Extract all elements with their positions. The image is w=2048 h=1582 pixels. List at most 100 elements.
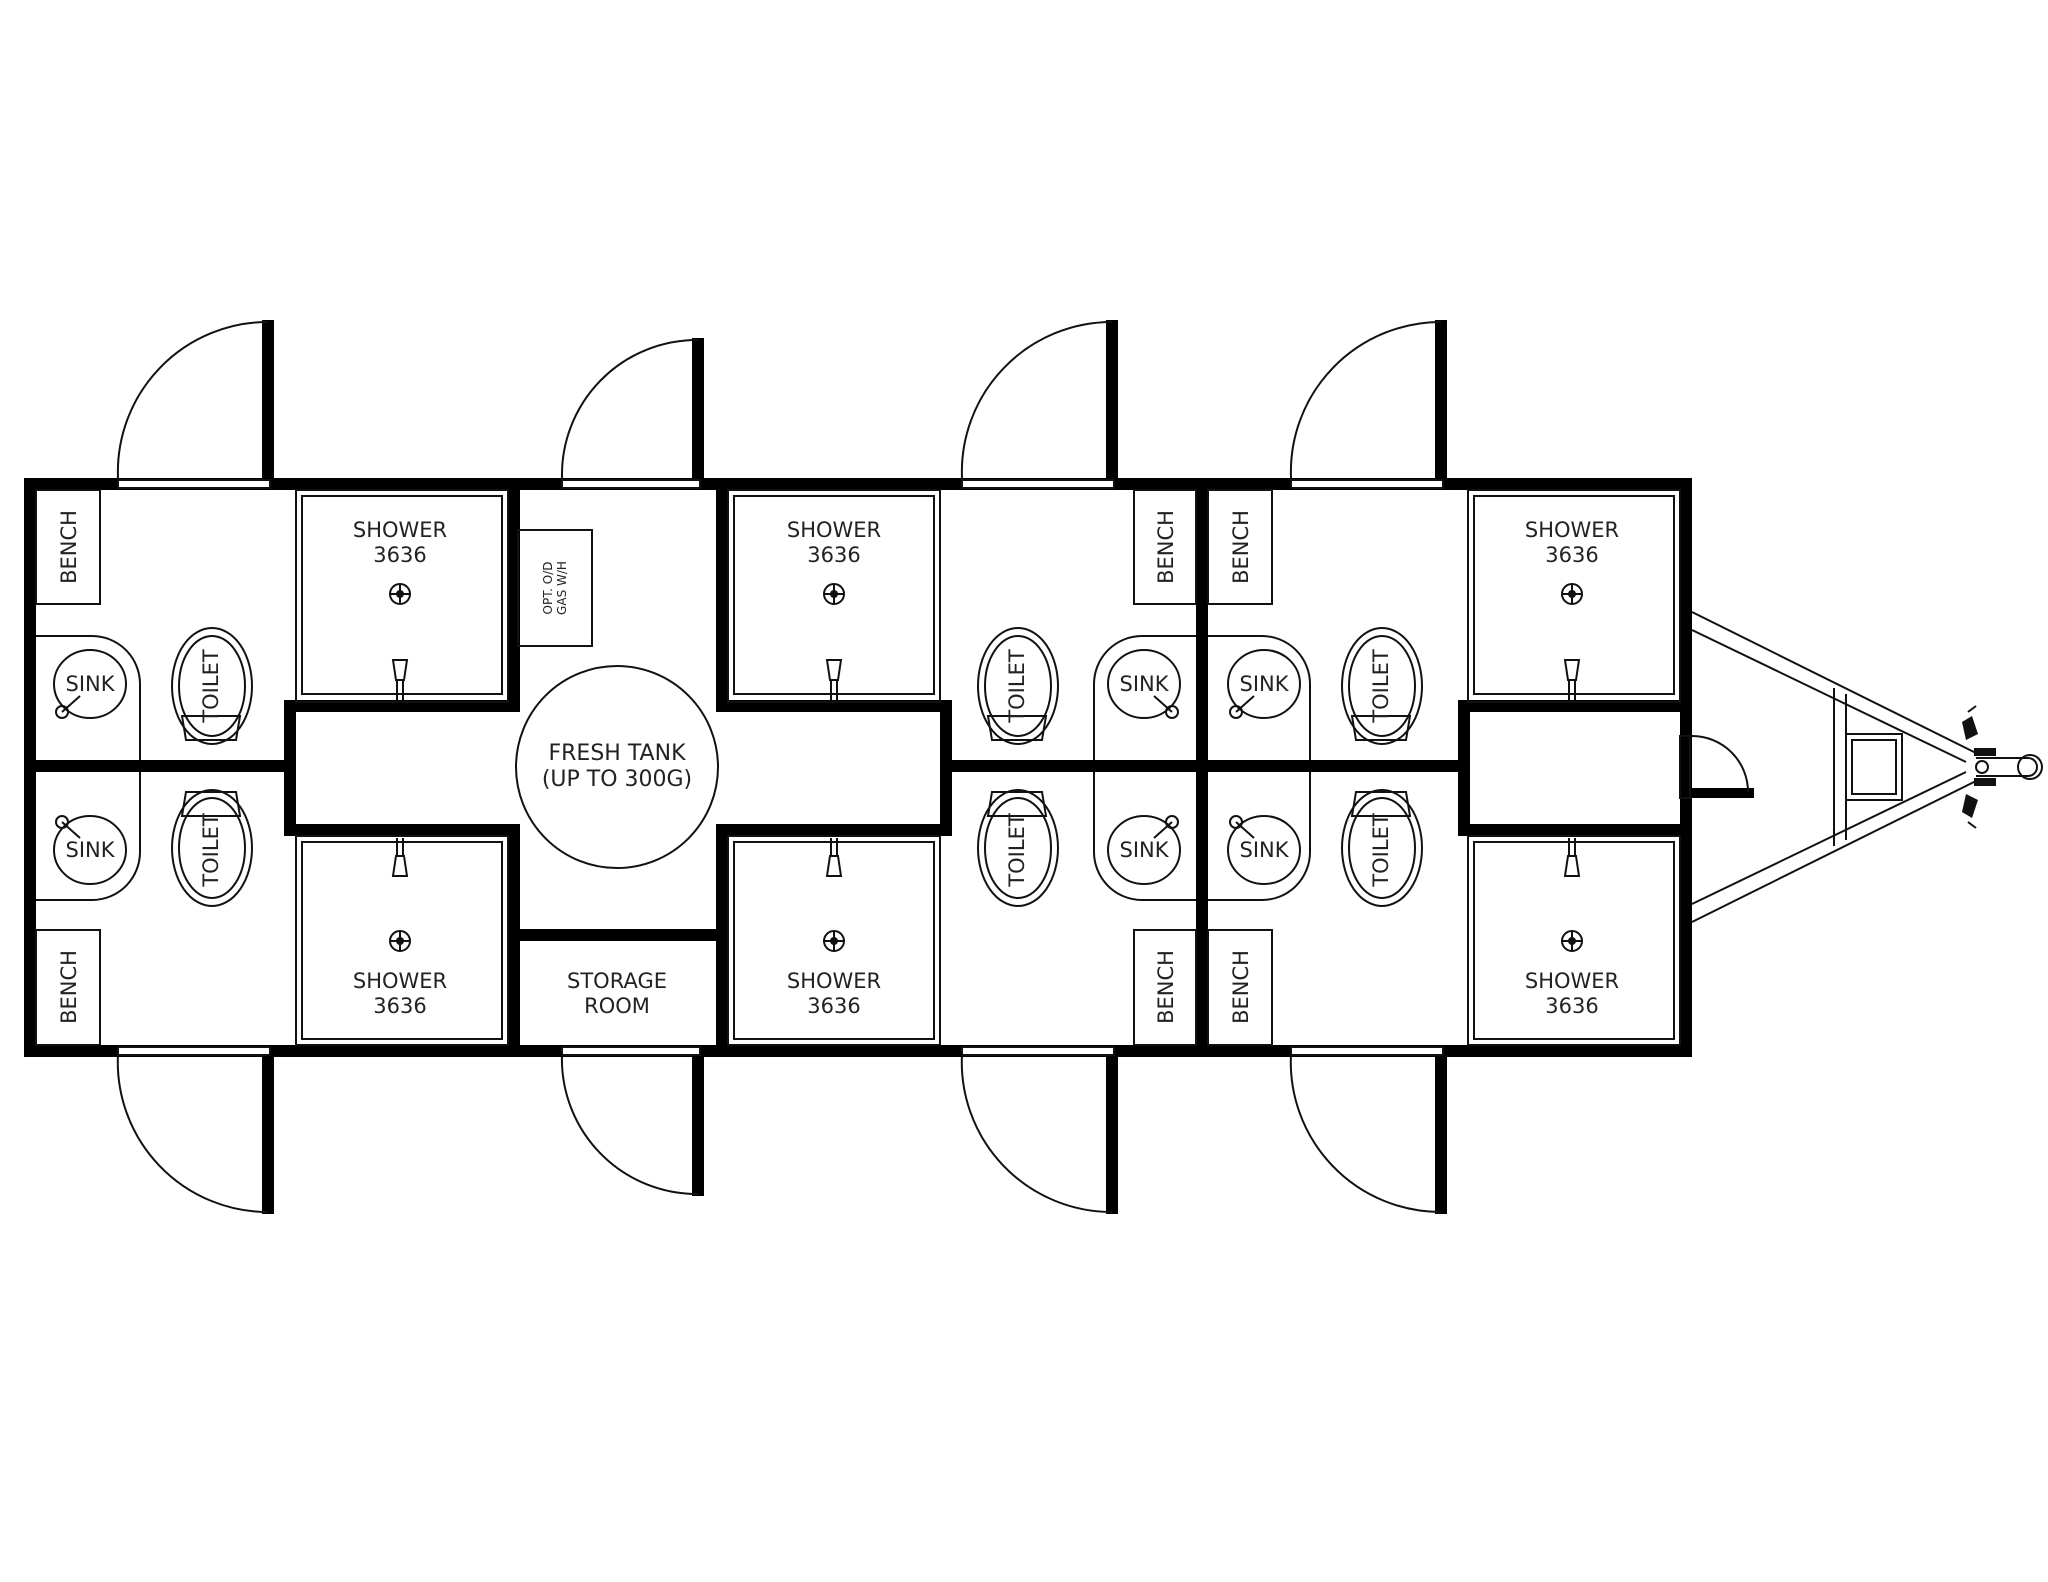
toilet-label: TOILET bbox=[199, 813, 223, 888]
fresh-tank-label-2: (UP TO 300G) bbox=[542, 767, 692, 792]
fresh-tank: FRESH TANK (UP TO 300G) bbox=[515, 665, 719, 869]
toilets: TOILET TOILET TOILET TOILET TOILET bbox=[171, 627, 1423, 907]
exterior-walls bbox=[24, 478, 1692, 1057]
sink-label: SINK bbox=[1119, 672, 1169, 696]
storage-label-1: STORAGE bbox=[567, 969, 667, 993]
door-top-2[interactable] bbox=[560, 338, 704, 479]
shower-label: SHOWER bbox=[353, 518, 447, 542]
shower-label: SHOWER bbox=[353, 969, 447, 993]
faucet-icon bbox=[1153, 695, 1179, 719]
bench-5: BENCH bbox=[1207, 489, 1273, 605]
sink-counters bbox=[36, 635, 1311, 901]
door-bottom-2[interactable] bbox=[560, 1053, 704, 1196]
shower-6: SHOWER 3636 bbox=[1467, 835, 1681, 1046]
bench-label: BENCH bbox=[1154, 510, 1178, 584]
jack-icon bbox=[1845, 733, 1903, 801]
shower-2: SHOWER 3636 bbox=[295, 835, 509, 1046]
shower-label: SHOWER bbox=[787, 518, 881, 542]
sink-label: SINK bbox=[65, 672, 115, 696]
shower-drain-icon bbox=[389, 930, 411, 952]
toilet-label: TOILET bbox=[1369, 649, 1393, 724]
sink-label: SINK bbox=[1119, 838, 1169, 862]
toilet-label: TOILET bbox=[1369, 813, 1393, 888]
shower-drain-icon bbox=[1561, 930, 1583, 952]
sink-1: SINK bbox=[53, 649, 127, 719]
door-top-1[interactable] bbox=[116, 320, 274, 479]
shower-5: SHOWER 3636 bbox=[1467, 489, 1681, 703]
toilet-1: TOILET bbox=[171, 627, 253, 745]
shower-head-icon bbox=[391, 659, 409, 700]
storage-label-2: ROOM bbox=[584, 994, 650, 1018]
toilet-label: TOILET bbox=[1005, 649, 1029, 724]
sink-5: SINK bbox=[1227, 649, 1301, 719]
benches: BENCH BENCH BENCH BENCH BENCH BENCH bbox=[35, 489, 1273, 1046]
shower-size: 3636 bbox=[807, 543, 860, 567]
showers: SHOWER 3636 SHOWER 3636 SHOWER 3636 bbox=[295, 489, 1681, 1046]
sink-6: SINK bbox=[1227, 815, 1301, 885]
bench-3: BENCH bbox=[1133, 489, 1197, 605]
front-hatch[interactable] bbox=[1679, 735, 1754, 799]
doors bbox=[116, 320, 1447, 1214]
sink-label: SINK bbox=[1239, 672, 1289, 696]
faucet-icon bbox=[1229, 815, 1255, 839]
water-heater-label-1: OPT. O/D bbox=[541, 562, 555, 615]
bench-6: BENCH bbox=[1207, 929, 1273, 1046]
bench-label: BENCH bbox=[57, 950, 81, 1024]
storage-room: STORAGE ROOM bbox=[567, 969, 667, 1018]
toilet-label: TOILET bbox=[1005, 813, 1029, 888]
shower-drain-icon bbox=[389, 583, 411, 605]
shower-drain-icon bbox=[1561, 583, 1583, 605]
toilet-4: TOILET bbox=[977, 789, 1059, 907]
faucet-icon bbox=[1229, 695, 1255, 719]
shower-size: 3636 bbox=[373, 543, 426, 567]
sink-label: SINK bbox=[1239, 838, 1289, 862]
sink-2: SINK bbox=[53, 815, 127, 885]
sink-label: SINK bbox=[65, 838, 115, 862]
shower-head-icon bbox=[391, 838, 409, 877]
shower-label: SHOWER bbox=[787, 969, 881, 993]
shower-4: SHOWER 3636 bbox=[727, 835, 941, 1046]
hitch-coupler-icon bbox=[1962, 705, 2043, 829]
door-bottom-4[interactable] bbox=[1289, 1053, 1447, 1214]
door-bottom-1[interactable] bbox=[116, 1053, 274, 1214]
shower-drain-icon bbox=[823, 930, 845, 952]
bench-label: BENCH bbox=[1229, 950, 1253, 1024]
shower-label: SHOWER bbox=[1525, 518, 1619, 542]
trailer-tongue bbox=[1691, 611, 1979, 923]
shower-size: 3636 bbox=[807, 994, 860, 1018]
shower-size: 3636 bbox=[1545, 543, 1598, 567]
shower-1: SHOWER 3636 bbox=[295, 489, 509, 703]
shower-head-icon bbox=[1563, 838, 1581, 877]
faucet-icon bbox=[55, 695, 81, 719]
shower-size: 3636 bbox=[1545, 994, 1598, 1018]
bench-1: BENCH bbox=[35, 489, 101, 605]
bench-2: BENCH bbox=[35, 929, 101, 1046]
shower-label: SHOWER bbox=[1525, 969, 1619, 993]
interior-walls bbox=[24, 478, 1692, 1057]
door-bottom-3[interactable] bbox=[960, 1053, 1118, 1214]
water-heater-label-2: GAS W/H bbox=[555, 561, 569, 615]
door-top-3[interactable] bbox=[960, 320, 1118, 479]
toilet-6: TOILET bbox=[1341, 789, 1423, 907]
shower-3: SHOWER 3636 bbox=[727, 489, 941, 703]
shower-size: 3636 bbox=[373, 994, 426, 1018]
water-heater: OPT. O/D GAS W/H bbox=[517, 529, 593, 647]
sink-3: SINK bbox=[1107, 649, 1181, 719]
sinks: SINK SINK SINK SINK SINK SINK bbox=[53, 649, 1301, 885]
sink-4: SINK bbox=[1107, 815, 1181, 885]
toilet-2: TOILET bbox=[171, 789, 253, 907]
shower-head-icon bbox=[1563, 659, 1581, 700]
toilet-label: TOILET bbox=[199, 649, 223, 724]
fresh-tank-label-1: FRESH TANK bbox=[548, 741, 686, 766]
faucet-icon bbox=[1153, 815, 1179, 839]
bench-label: BENCH bbox=[1154, 950, 1178, 1024]
shower-head-icon bbox=[825, 838, 843, 877]
faucet-icon bbox=[55, 815, 81, 839]
bench-label: BENCH bbox=[1229, 510, 1253, 584]
toilet-3: TOILET bbox=[977, 627, 1059, 745]
door-top-4[interactable] bbox=[1289, 320, 1447, 479]
toilet-5: TOILET bbox=[1341, 627, 1423, 745]
bench-4: BENCH bbox=[1133, 929, 1197, 1046]
shower-drain-icon bbox=[823, 583, 845, 605]
